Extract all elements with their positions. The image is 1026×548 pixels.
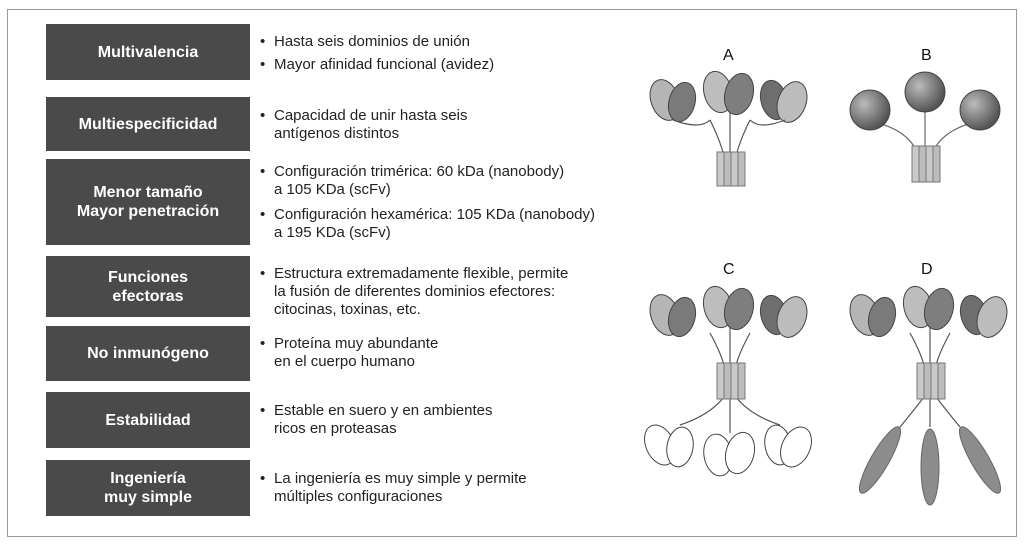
bullet-item: Hasta seis dominios de unión <box>260 33 660 51</box>
bullets-estabilidad: Estable en suero y en ambientes ricos en… <box>260 402 660 443</box>
feature-label-text: efectoras <box>112 287 184 305</box>
diagram-letter-b: B <box>921 47 932 64</box>
bullets-funciones-efectoras: Estructura extremadamente flexible, perm… <box>260 265 660 324</box>
feature-label-text: Multivalencia <box>97 43 199 61</box>
bullets-no-inmunogeno: Proteína muy abundante en el cuerpo huma… <box>260 335 660 376</box>
bullet-item: Configuración hexamérica: 105 KDa (nanob… <box>260 206 660 242</box>
diagram-letter-c: C <box>723 261 735 278</box>
bullet-item: Mayor afinidad funcional (avidez) <box>260 56 660 74</box>
feature-label-text: Menor tamaño <box>93 184 203 201</box>
bullet-item: Configuración trimérica: 60 kDa (nanobod… <box>260 163 660 199</box>
feature-label-text: Multiespecificidad <box>78 115 218 133</box>
feature-label-text: Estabilidad <box>105 411 191 429</box>
diagram-letter-d: D <box>921 261 933 278</box>
feature-label-text: No inmunógeno <box>87 345 209 362</box>
feature-label-no-inmunogeno: No inmunógeno <box>46 326 250 381</box>
diagram-letter-a: A <box>723 47 734 64</box>
bullets-multiespecificidad: Capacidad de unir hasta seis antígenos d… <box>260 107 660 148</box>
bullets-multivalencia: Hasta seis dominios de unión Mayor afini… <box>260 33 660 79</box>
feature-label-multivalencia: Multivalencia <box>46 24 250 80</box>
feature-label-text: Funciones <box>107 268 188 286</box>
bullets-menor-tamano: Configuración trimérica: 60 kDa (nanobod… <box>260 163 660 247</box>
feature-label-ingenieria: Ingeniería muy simple <box>46 460 250 516</box>
bullet-item: Capacidad de unir hasta seis antígenos d… <box>260 107 660 143</box>
bullet-item: La ingeniería es muy simple y permite mú… <box>260 470 660 506</box>
diagram-d-scfv-effector <box>849 285 1008 506</box>
bullet-item: Estable en suero y en ambientes ricos en… <box>260 402 660 438</box>
feature-label-multiespecificidad: Multiespecificidad <box>46 97 250 151</box>
diagram-a-scfv-trimer <box>649 70 808 187</box>
bullets-ingenieria: La ingeniería es muy simple y permite mú… <box>260 470 660 511</box>
diagram-c-scfv-hexamer <box>644 285 812 477</box>
feature-label-menor-tamano: Menor tamaño Mayor penetración <box>46 159 250 245</box>
feature-label-estabilidad: Estabilidad <box>46 392 250 448</box>
bullet-item: Proteína muy abundante en el cuerpo huma… <box>260 335 660 371</box>
feature-label-text: muy simple <box>103 489 193 506</box>
feature-label-text: Ingeniería <box>110 470 186 487</box>
feature-label-text: Mayor penetración <box>76 203 220 220</box>
feature-label-funciones-efectoras: Funciones efectoras <box>46 256 250 317</box>
bullet-item: Estructura extremadamente flexible, perm… <box>260 265 660 319</box>
diagram-b-nanobody-trimer <box>849 71 1001 183</box>
